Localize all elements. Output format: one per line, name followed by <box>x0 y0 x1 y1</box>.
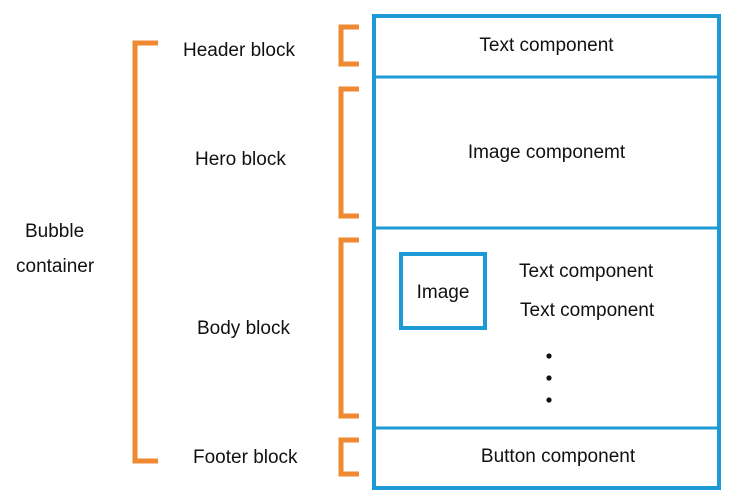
body-image-label: Image <box>416 282 470 303</box>
body-block-bracket <box>338 237 359 419</box>
body-block-label: Body block <box>197 318 290 339</box>
body-image-box <box>399 252 487 330</box>
hero-block-bracket <box>338 86 359 219</box>
bubble-container-label-line1: Bubble <box>25 221 85 242</box>
footer-button-component: Button component <box>480 446 636 467</box>
header-text-component: Text component <box>479 35 614 56</box>
ellipsis-dot <box>546 353 552 359</box>
ellipsis-dot <box>546 375 552 381</box>
footer-block-label: Footer block <box>193 447 298 468</box>
footer-block-bracket <box>338 437 359 477</box>
hero-image-component: Image componemt <box>467 142 626 163</box>
ellipsis-dot <box>546 397 552 403</box>
body-text-component-1: Text component <box>519 261 654 282</box>
header-block-bracket <box>338 24 359 67</box>
bubble-box <box>372 14 721 490</box>
bubble-container-label-line2: container <box>16 256 95 277</box>
bubble-container-bracket <box>132 40 158 464</box>
body-text-component-2: Text component <box>520 300 655 321</box>
header-block-label: Header block <box>183 40 295 61</box>
hero-block-label: Hero block <box>195 149 286 170</box>
